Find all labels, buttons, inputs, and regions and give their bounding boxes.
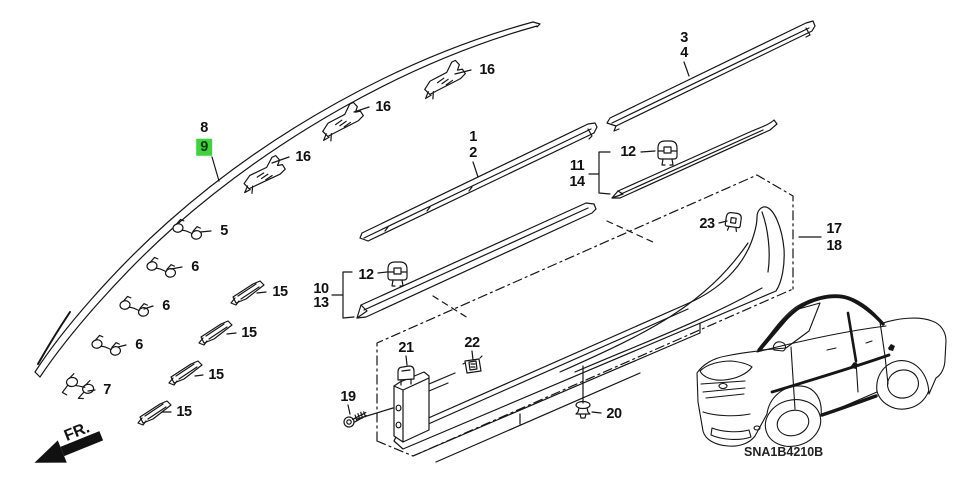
callout-16[interactable]: 16 bbox=[295, 148, 311, 165]
callout-15[interactable]: 15 bbox=[208, 366, 224, 383]
callout-6[interactable]: 6 bbox=[191, 258, 199, 275]
rear-door-protector bbox=[611, 119, 778, 199]
callout-5[interactable]: 5 bbox=[220, 222, 228, 239]
callout-16[interactable]: 16 bbox=[375, 98, 391, 115]
car-illustration bbox=[696, 294, 947, 447]
car-door-molding-accent bbox=[770, 353, 891, 394]
callout-18[interactable]: 18 bbox=[826, 237, 842, 254]
callout-6[interactable]: 6 bbox=[135, 336, 143, 353]
front-door-protector bbox=[356, 202, 597, 319]
leader-lines bbox=[87, 61, 822, 420]
side-sill-garnish bbox=[393, 206, 785, 450]
callout-21[interactable]: 21 bbox=[398, 339, 414, 356]
callout-9-highlighted[interactable]: 9 bbox=[196, 138, 212, 156]
callout-11[interactable]: 11 bbox=[569, 157, 585, 174]
car-sill-accent bbox=[820, 394, 878, 417]
callout-15[interactable]: 15 bbox=[176, 403, 192, 420]
callout-16[interactable]: 16 bbox=[479, 61, 495, 78]
callout-7[interactable]: 7 bbox=[103, 381, 111, 398]
callout-17[interactable]: 17 bbox=[826, 220, 842, 237]
callout-3[interactable]: 3 bbox=[680, 29, 688, 46]
rear-window-molding bbox=[606, 20, 816, 132]
roof-molding bbox=[34, 21, 541, 378]
callout-22[interactable]: 22 bbox=[464, 334, 480, 351]
callout-19[interactable]: 19 bbox=[340, 388, 356, 405]
car-roof-molding-accent bbox=[757, 294, 885, 352]
callout-13[interactable]: 13 bbox=[313, 294, 329, 311]
callout-23[interactable]: 23 bbox=[699, 215, 715, 232]
callout-8[interactable]: 8 bbox=[200, 119, 208, 136]
callout-14[interactable]: 14 bbox=[569, 173, 585, 190]
sill-bracket bbox=[393, 371, 456, 443]
callout-6[interactable]: 6 bbox=[162, 297, 170, 314]
callout-4[interactable]: 4 bbox=[680, 44, 688, 61]
diagram-code: SNA1B4210B bbox=[744, 445, 824, 459]
callout-2[interactable]: 2 bbox=[469, 144, 477, 161]
callout-10[interactable]: 10 bbox=[313, 280, 329, 297]
callout-20[interactable]: 20 bbox=[606, 405, 622, 422]
callout-15[interactable]: 15 bbox=[241, 324, 257, 341]
callout-12[interactable]: 12 bbox=[620, 143, 636, 160]
front-window-molding bbox=[359, 122, 598, 242]
callout-1[interactable]: 1 bbox=[469, 128, 477, 145]
callout-15[interactable]: 15 bbox=[272, 283, 288, 300]
callout-12[interactable]: 12 bbox=[358, 266, 374, 283]
